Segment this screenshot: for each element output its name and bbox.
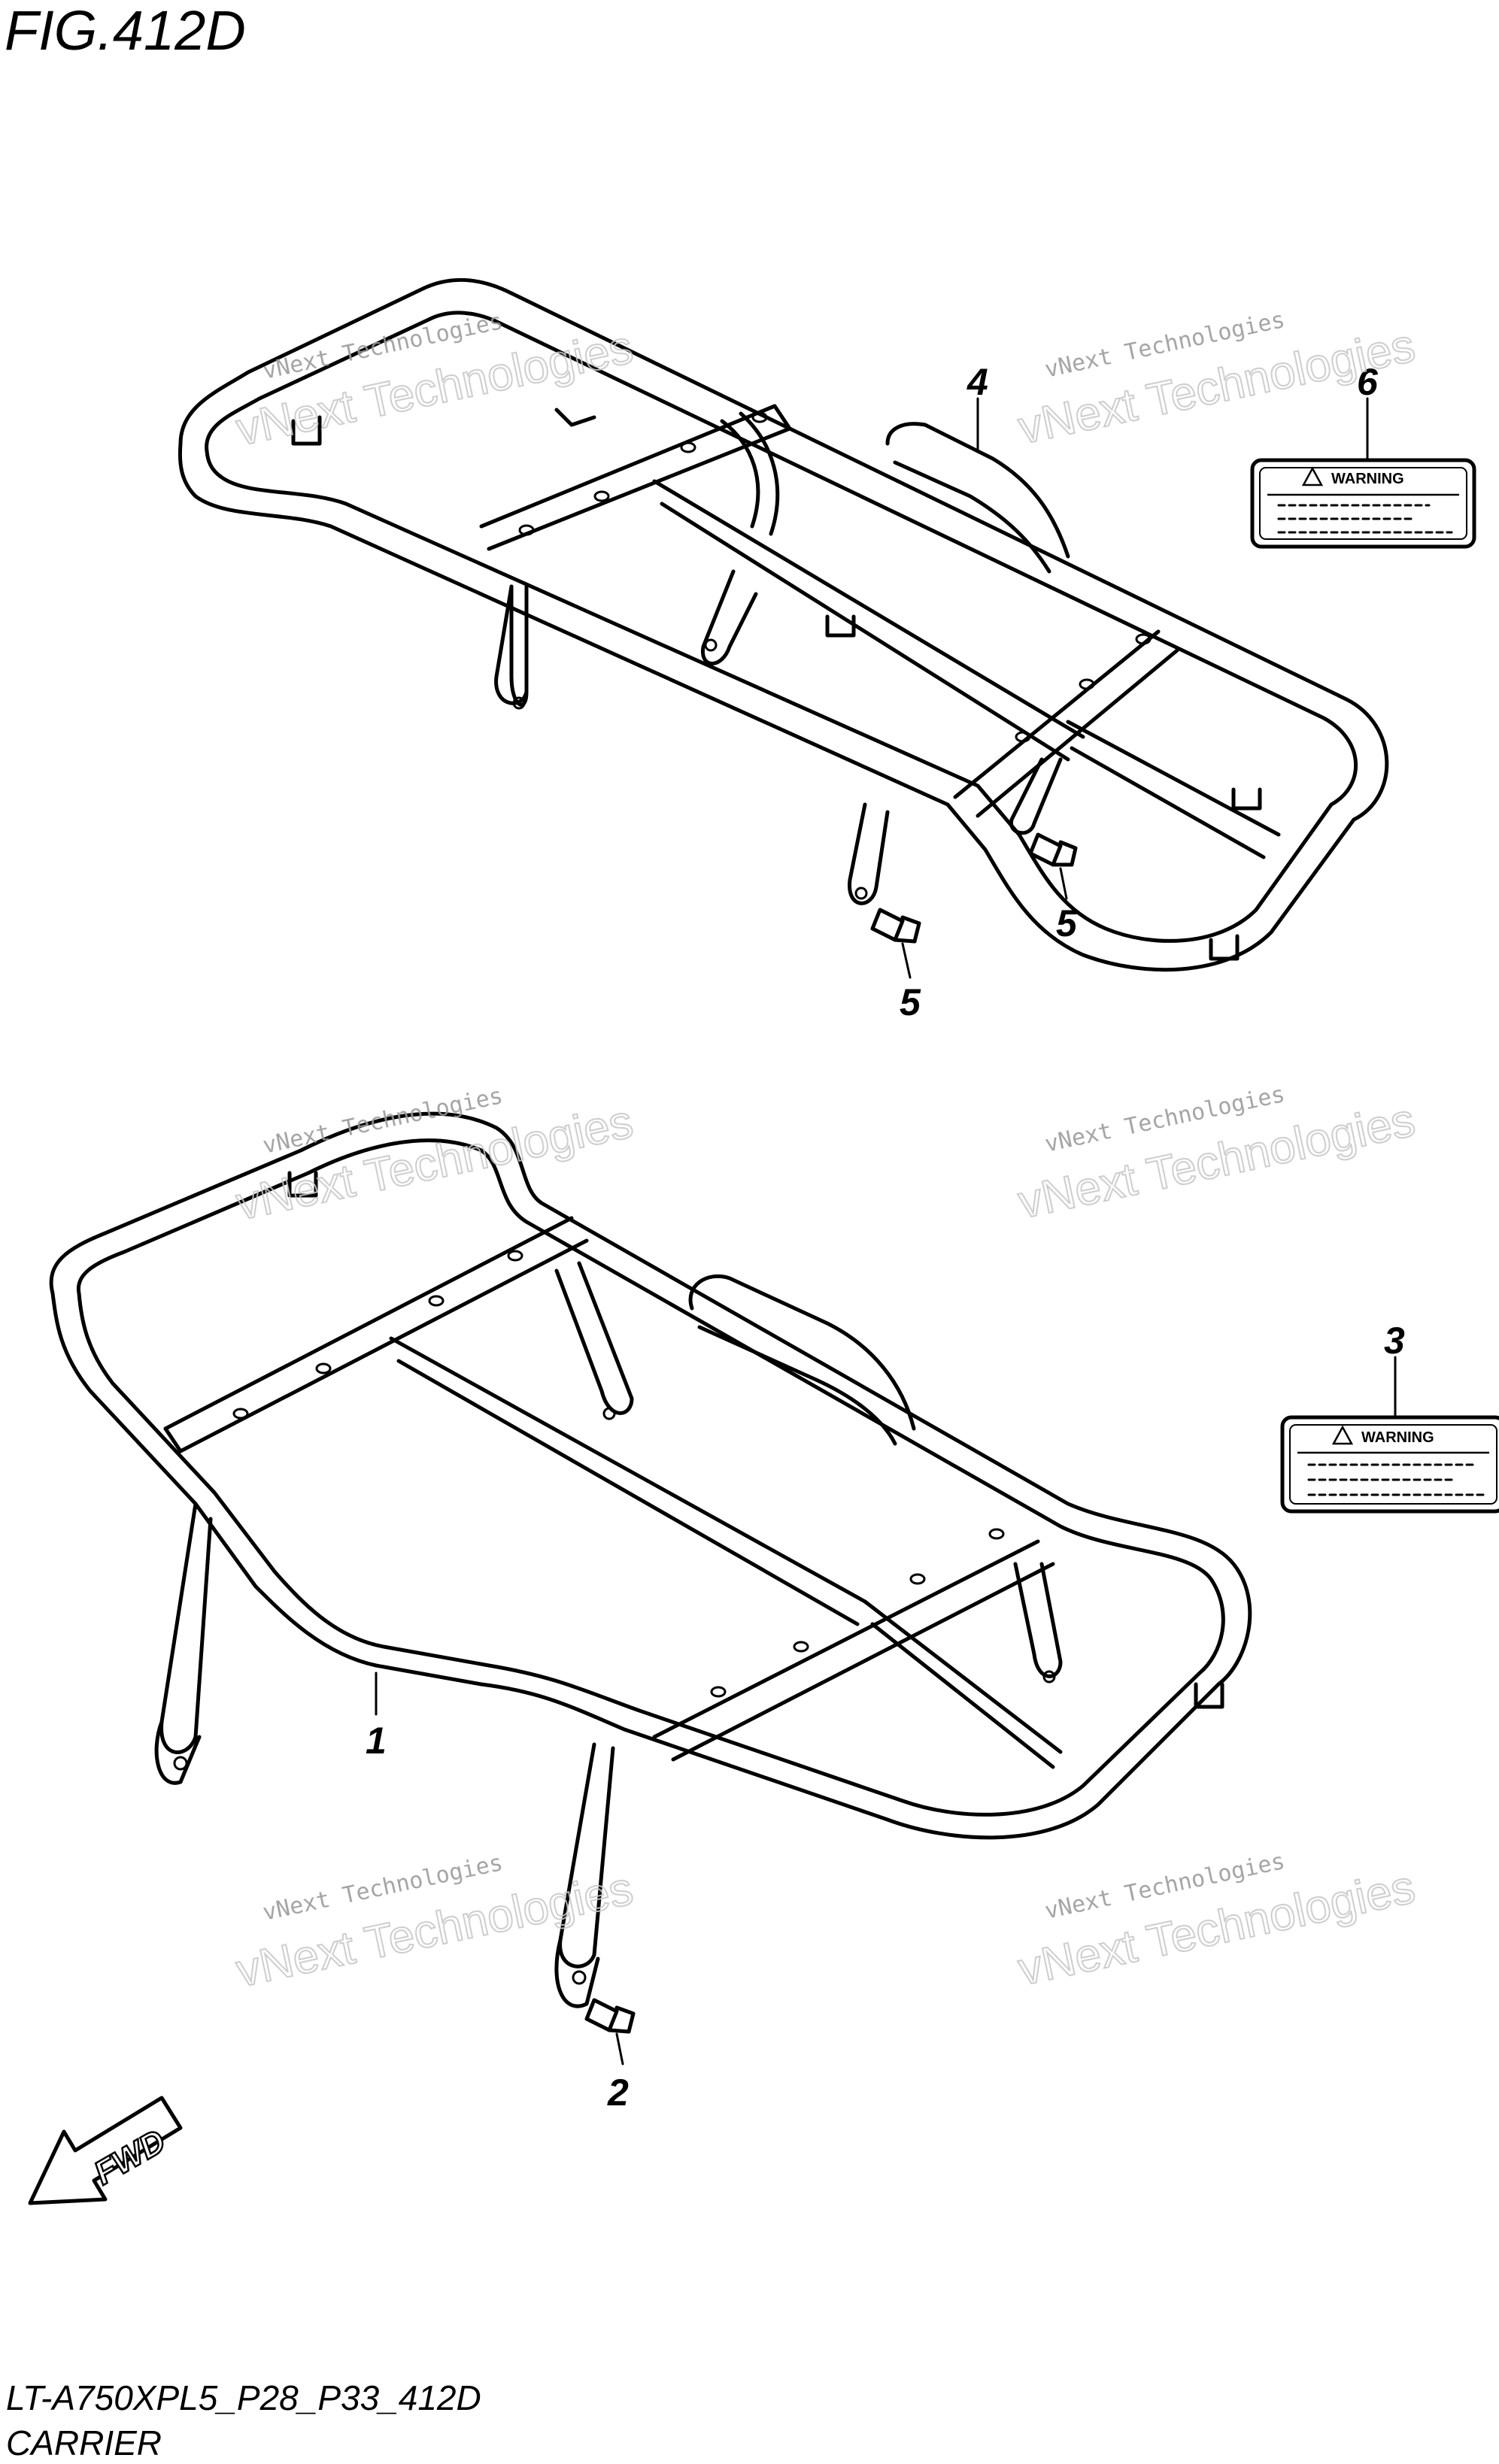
- callout-5b: 5: [900, 981, 921, 1023]
- rear-warning-text: WARNING: [1331, 471, 1404, 487]
- watermark-group: vNext Technologies vNext Technologies vN…: [231, 307, 1420, 1998]
- leader-5a: [1059, 867, 1068, 900]
- front-carrier-drawing: [49, 1111, 1252, 2034]
- rear-carrier-drawing: [178, 277, 1389, 972]
- fwd-arrow-icon: FWD: [28, 2096, 183, 2205]
- leader-2: [615, 2032, 624, 2065]
- front-warning-label: WARNING: [1280, 1415, 1499, 1514]
- callout-2: 2: [607, 2072, 629, 2114]
- figure-title: FIG.412D: [5, 0, 246, 62]
- rear-warning-label: WARNING: [1250, 458, 1476, 549]
- front-warning-text: WARNING: [1361, 1429, 1434, 1446]
- section-title: CARRIER: [6, 2423, 162, 2462]
- leader-5b: [901, 942, 912, 979]
- callout-6: 6: [1357, 361, 1379, 403]
- callout-1: 1: [366, 1720, 387, 1762]
- front-bolt: [584, 1998, 636, 2034]
- callout-5a: 5: [1056, 902, 1078, 944]
- rear-bolt-a: [1028, 832, 1078, 867]
- callout-4: 4: [966, 361, 988, 403]
- rear-bolt-b: [870, 908, 921, 944]
- callout-3: 3: [1384, 1320, 1405, 1362]
- model-code: LT-A750XPL5_P28_P33_412D: [6, 2378, 481, 2417]
